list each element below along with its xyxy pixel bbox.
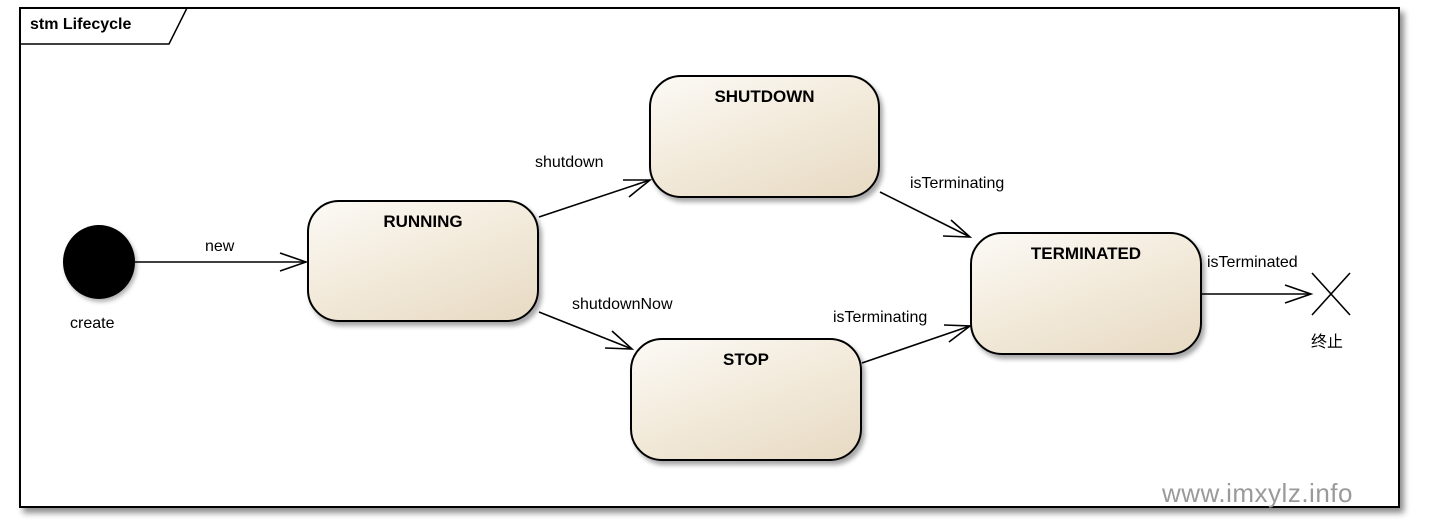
frame-title-tab xyxy=(20,7,188,45)
frame-title: stm Lifecycle xyxy=(30,16,132,33)
state-terminated: TERMINATED xyxy=(970,232,1202,355)
transition-shutdown-is-terminating-label: isTerminating xyxy=(910,175,1005,192)
state-shutdown-label: SHUTDOWN xyxy=(714,87,815,106)
transition-shutdown-now-label: shutdownNow xyxy=(572,296,673,313)
state-running-label: RUNNING xyxy=(383,212,463,231)
state-running: RUNNING xyxy=(307,200,539,322)
transition-new-label: new xyxy=(205,238,235,255)
arrow-shutdown-is-terminating xyxy=(879,191,971,238)
transition-stop-is-terminating-label: isTerminating xyxy=(833,309,928,326)
final-state-label: 终止 xyxy=(1311,334,1344,351)
arrow-shutdown-now xyxy=(538,311,633,350)
arrow-stop-is-terminating xyxy=(861,325,971,364)
watermark: www.imxylz.info xyxy=(1162,478,1353,508)
state-stop-label: STOP xyxy=(723,350,769,369)
transition-is-terminated-label: isTerminated xyxy=(1207,254,1298,271)
state-shutdown: SHUTDOWN xyxy=(649,75,880,198)
transition-shutdown-label: shutdown xyxy=(535,154,604,171)
final-state-x-icon xyxy=(1311,272,1351,316)
state-stop: STOP xyxy=(630,338,862,461)
initial-state-node xyxy=(63,225,135,299)
state-terminated-label: TERMINATED xyxy=(1030,244,1142,263)
arrow-shutdown xyxy=(538,179,651,218)
initial-state-label: create xyxy=(70,315,115,332)
